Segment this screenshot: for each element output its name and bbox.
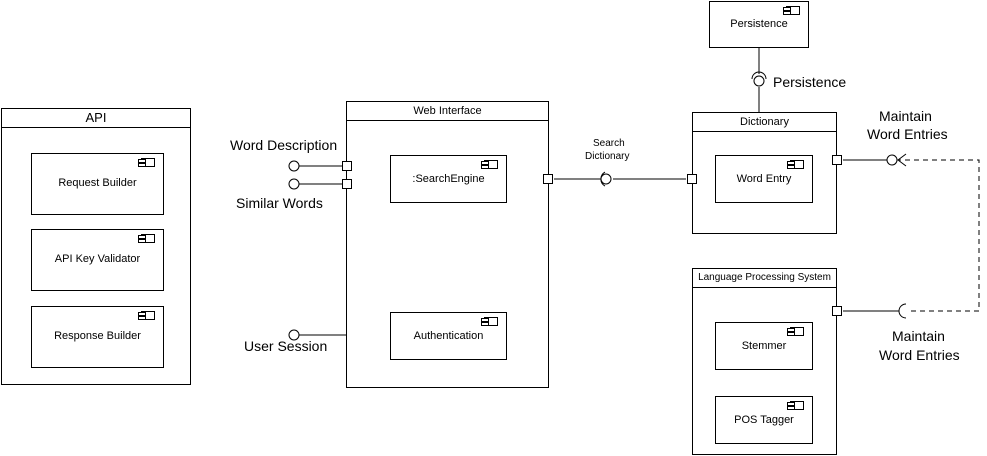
- stemmer-label: Stemmer: [741, 340, 787, 352]
- response-builder-label: Response Builder: [54, 330, 141, 342]
- component-icon: [787, 401, 804, 410]
- searchengine-component[interactable]: :SearchEngine: [390, 155, 507, 203]
- maintain-bottom-socket: [898, 303, 907, 319]
- language-processing-port[interactable]: [832, 306, 842, 316]
- word-description-lollipop: [288, 160, 300, 172]
- component-icon: [138, 158, 155, 167]
- dictionary-left-port[interactable]: [687, 174, 697, 184]
- response-builder-component[interactable]: Response Builder: [31, 306, 164, 368]
- pos-tagger-label: POS Tagger: [734, 414, 794, 426]
- request-builder-label: Request Builder: [58, 177, 137, 189]
- search-dictionary-socket: [600, 171, 606, 187]
- maintain-top-label-line2: Word Entries: [867, 126, 948, 142]
- stemmer-component[interactable]: Stemmer: [715, 322, 813, 370]
- search-dictionary-label-line2: Dictionary: [585, 151, 630, 162]
- api-package[interactable]: API Request Builder API Key Validator Re…: [1, 108, 191, 385]
- api-key-validator-component[interactable]: API Key Validator: [31, 229, 164, 291]
- maintain-bottom-label-line1: Maintain: [892, 328, 945, 344]
- web-interface-package[interactable]: Web Interface :SearchEngine Authenticati…: [346, 101, 549, 388]
- user-session-lollipop: [288, 329, 300, 341]
- word-description-port[interactable]: [342, 161, 352, 171]
- api-package-title: API: [2, 109, 190, 128]
- language-processing-title: Language Processing System: [693, 269, 836, 288]
- persistence-ball: [753, 75, 765, 87]
- dependency-arrowhead: [897, 153, 907, 167]
- dictionary-title: Dictionary: [693, 113, 836, 132]
- authentication-component[interactable]: Authentication: [390, 312, 507, 360]
- searchengine-label: :SearchEngine: [412, 173, 485, 185]
- search-dictionary-ball: [600, 173, 612, 185]
- language-processing-package[interactable]: Language Processing System Stemmer POS T…: [692, 268, 837, 455]
- persistence-socket: [751, 71, 767, 80]
- user-session-label: User Session: [244, 338, 328, 354]
- component-icon: [783, 6, 800, 15]
- dictionary-package[interactable]: Dictionary Word Entry: [692, 112, 837, 234]
- pos-tagger-component[interactable]: POS Tagger: [715, 396, 813, 444]
- web-interface-title: Web Interface: [347, 102, 548, 121]
- persistence-component-label: Persistence: [730, 18, 788, 30]
- word-entry-label: Word Entry: [736, 173, 792, 185]
- search-dictionary-port[interactable]: [543, 174, 553, 184]
- persistence-interface-label: Persistence: [773, 74, 847, 90]
- component-icon: [481, 160, 498, 169]
- api-key-validator-label: API Key Validator: [54, 253, 141, 265]
- component-icon: [787, 160, 804, 169]
- component-icon: [138, 234, 155, 243]
- dependency-dashed-line: [899, 159, 980, 312]
- authentication-label: Authentication: [413, 330, 484, 342]
- maintain-top-ball: [886, 154, 898, 166]
- word-entry-component[interactable]: Word Entry: [715, 155, 813, 203]
- similar-words-port[interactable]: [342, 179, 352, 189]
- word-description-label: Word Description: [230, 137, 338, 153]
- dictionary-right-port[interactable]: [832, 155, 842, 165]
- similar-words-label: Similar Words: [236, 195, 323, 211]
- maintain-top-label-line1: Maintain: [879, 108, 932, 124]
- component-icon: [787, 327, 804, 336]
- maintain-bottom-label-line2: Word Entries: [879, 347, 960, 363]
- search-dictionary-label-line1: Search: [593, 138, 625, 149]
- similar-words-lollipop: [288, 178, 300, 190]
- component-icon: [138, 311, 155, 320]
- request-builder-component[interactable]: Request Builder: [31, 153, 164, 215]
- persistence-component[interactable]: Persistence: [709, 1, 809, 48]
- component-icon: [481, 317, 498, 326]
